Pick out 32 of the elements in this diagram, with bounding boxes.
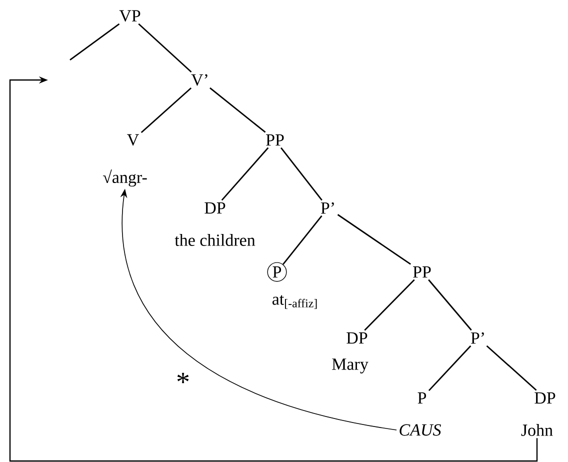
word-label: Mary: [332, 358, 368, 374]
tree-branch: [337, 214, 411, 265]
circled-node: P: [267, 262, 287, 282]
word-label: John: [521, 424, 553, 436]
category-label: V’: [191, 74, 208, 86]
word-label: at$_{[-affiz]}$: [272, 295, 317, 309]
word-label: √angr-: [103, 169, 147, 187]
tree-branch: [210, 87, 266, 133]
tree-branch: [364, 279, 415, 331]
tree-branch: [428, 345, 472, 392]
movement-arrow: [9, 76, 538, 462]
tree-branch: [428, 279, 472, 331]
tree-branch: [140, 87, 192, 134]
word-label: the children: [174, 234, 256, 246]
category-label: PP: [413, 266, 431, 278]
tree-branch: [221, 147, 269, 201]
category-label: DP: [346, 332, 368, 344]
category-label: P’: [470, 332, 484, 344]
category-label: DP: [534, 392, 556, 404]
edge-label: *: [176, 372, 190, 392]
tree-branch: [282, 215, 322, 265]
category-label: PP: [266, 134, 284, 146]
tree-branch: [138, 23, 192, 73]
category-label: P: [418, 392, 426, 404]
category-label: P’: [320, 202, 334, 214]
category-label: V: [127, 134, 139, 146]
category-label: DP: [204, 202, 226, 214]
category-label: VP: [119, 10, 140, 22]
tree-branch: [70, 23, 120, 61]
word-label: CAUS: [400, 424, 441, 436]
tree-branch: [280, 147, 322, 201]
tree-branch: [486, 345, 537, 391]
